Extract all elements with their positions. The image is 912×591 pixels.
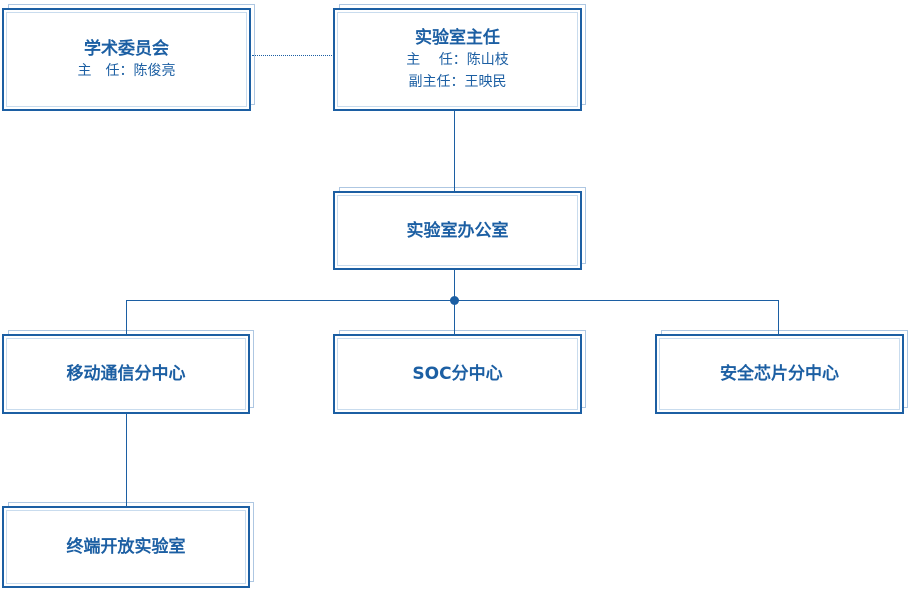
terminal-lab-title: 终端开放实验室	[66, 537, 186, 557]
academic-committee-title: 学术委员会	[84, 38, 169, 59]
lab-director-deputy: 副主任：王映民	[408, 73, 507, 90]
lab-office-title: 实验室办公室	[406, 220, 509, 241]
lab-director-box: 实验室主任 主 任：陈山枝 副主任：王映民	[333, 4, 586, 111]
lab-office-box: 实验室办公室	[333, 187, 586, 270]
branch-junction-dot	[450, 296, 459, 305]
security-chip-center-box: 安全芯片分中心	[655, 330, 908, 414]
branch-to-security-line	[778, 300, 779, 334]
soc-center-title: SOC分中心	[412, 364, 503, 384]
branch-to-mobile-line	[126, 300, 127, 334]
committee-director-link	[252, 55, 332, 56]
mobile-center-box: 移动通信分中心	[2, 330, 254, 414]
lab-director-title: 实验室主任	[415, 27, 500, 48]
mobile-center-title: 移动通信分中心	[66, 364, 186, 384]
mobile-to-terminal-line	[126, 414, 127, 506]
lab-director-director: 主 任：陈山枝	[406, 51, 509, 68]
soc-center-box: SOC分中心	[333, 330, 586, 414]
terminal-lab-box: 终端开放实验室	[2, 502, 254, 588]
director-to-office-line	[454, 111, 455, 191]
security-chip-center-title: 安全芯片分中心	[720, 364, 839, 384]
academic-committee-box: 学术委员会 主 任：陈俊亮	[2, 4, 255, 111]
academic-committee-director: 主 任：陈俊亮	[77, 62, 176, 79]
